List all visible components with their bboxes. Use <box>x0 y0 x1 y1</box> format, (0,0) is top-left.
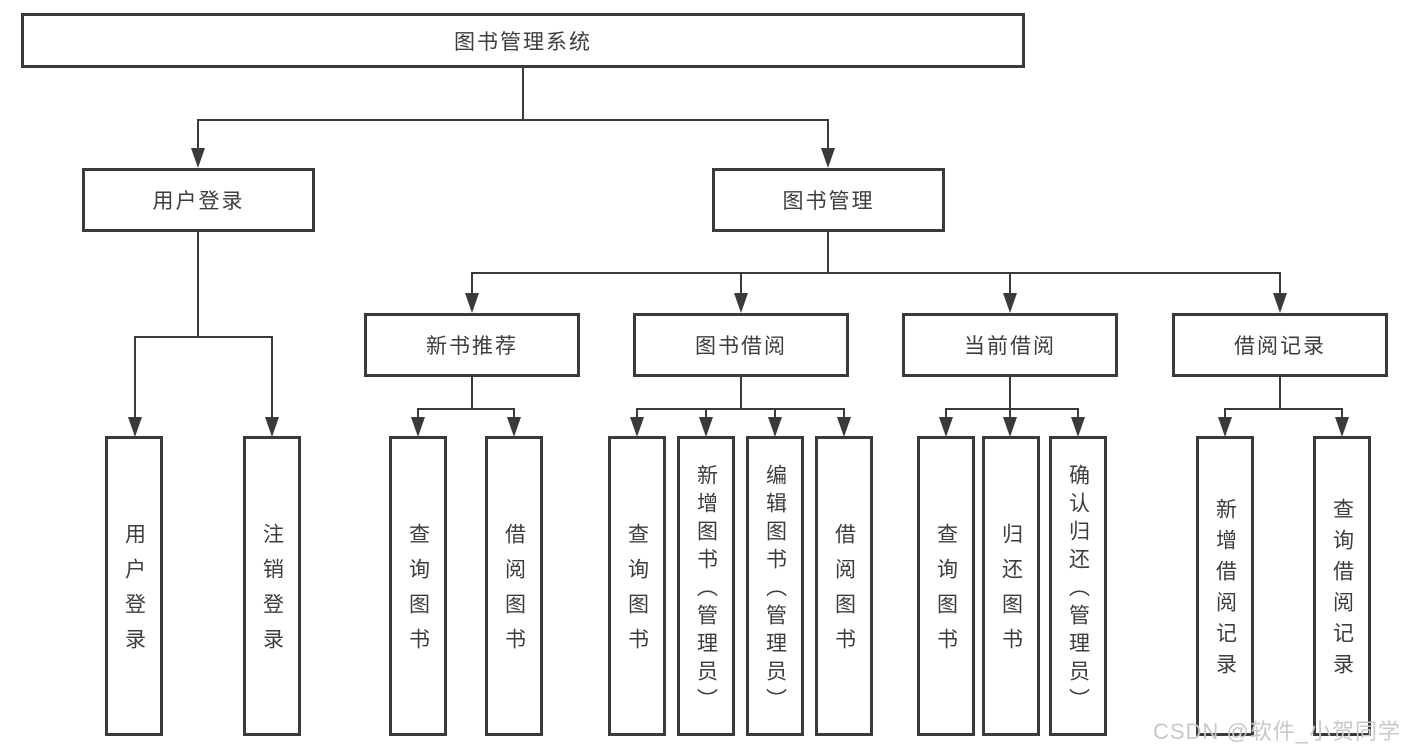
connector-line <box>197 121 199 151</box>
arrowhead-down-icon <box>734 293 748 313</box>
connector-line <box>197 119 829 121</box>
connector-line <box>1224 408 1343 410</box>
arrowhead-down-icon <box>1003 293 1017 313</box>
leaf-confirm-return-label: 确认归还（管理员） <box>1066 463 1090 716</box>
leaf-edit-book-label: 编辑图书（管理员） <box>763 463 787 716</box>
leaf-add-record-label: 新增借阅记录 <box>1213 498 1237 684</box>
connector-line <box>945 410 947 420</box>
leaf-edit-book: 编辑图书（管理员） <box>746 436 804 736</box>
connector-line <box>1009 377 1011 410</box>
leaf-add-book: 新增图书（管理员） <box>677 436 735 736</box>
connector-line <box>1077 410 1079 420</box>
leaf-add-book-label: 新增图书（管理员） <box>694 463 718 716</box>
node-current-borrow-label: 当前借阅 <box>964 335 1056 358</box>
node-root: 图书管理系统 <box>21 13 1025 68</box>
arrowhead-down-icon <box>1218 417 1232 437</box>
leaf-query-book-2: 查询图书 <box>608 436 666 736</box>
connector-line <box>636 410 638 420</box>
connector-line <box>636 408 845 410</box>
node-book-borrow: 图书借阅 <box>633 313 849 377</box>
connector-line <box>1009 410 1011 420</box>
leaf-return-book-label: 归还图书 <box>999 523 1023 663</box>
leaf-query-book-1: 查询图书 <box>389 436 447 736</box>
connector-line <box>945 408 1079 410</box>
arrowhead-down-icon <box>1335 417 1349 437</box>
connector-line <box>417 408 515 410</box>
node-book-management-label: 图书管理 <box>782 190 875 213</box>
connector-line <box>740 377 742 410</box>
node-root-label: 图书管理系统 <box>454 30 592 54</box>
connector-line <box>1341 410 1343 420</box>
connector-line <box>271 338 273 419</box>
connector-line <box>705 410 707 420</box>
connector-line <box>1224 410 1226 420</box>
leaf-logout: 注销登录 <box>243 436 301 736</box>
node-borrow-record-label: 借阅记录 <box>1234 335 1326 358</box>
connector-line <box>1279 274 1281 294</box>
connector-line <box>417 410 419 420</box>
connector-line <box>513 410 515 420</box>
connector-line <box>471 274 473 294</box>
arrowhead-down-icon <box>507 417 521 437</box>
arrowhead-down-icon <box>699 417 713 437</box>
csdn-watermark: CSDN @软件_小贺同学 <box>1152 719 1401 744</box>
connector-line <box>827 232 829 274</box>
leaf-logout-label: 注销登录 <box>260 523 284 663</box>
leaf-borrow-book-1: 借阅图书 <box>485 436 543 736</box>
node-new-book-recommend: 新书推荐 <box>364 313 580 377</box>
node-book-management: 图书管理 <box>712 168 945 232</box>
arrowhead-down-icon <box>837 417 851 437</box>
leaf-query-record: 查询借阅记录 <box>1313 436 1371 736</box>
connector-line <box>471 377 473 410</box>
connector-line <box>134 336 273 338</box>
connector-line <box>197 232 199 338</box>
leaf-query-book-3-label: 查询图书 <box>934 523 958 663</box>
node-current-borrow: 当前借阅 <box>902 313 1118 377</box>
arrowhead-down-icon <box>630 417 644 437</box>
connector-line <box>827 121 829 151</box>
connector-line <box>740 274 742 294</box>
connector-line <box>134 338 136 419</box>
node-user-login-label: 用户登录 <box>152 190 245 213</box>
arrowhead-down-icon <box>1273 293 1287 313</box>
leaf-add-record: 新增借阅记录 <box>1196 436 1254 736</box>
leaf-query-record-label: 查询借阅记录 <box>1330 498 1354 684</box>
node-new-book-recommend-label: 新书推荐 <box>426 335 518 358</box>
leaf-query-book-1-label: 查询图书 <box>406 523 430 663</box>
arrowhead-down-icon <box>128 417 142 437</box>
leaf-borrow-book-2-label: 借阅图书 <box>832 523 856 663</box>
node-user-login: 用户登录 <box>82 168 315 232</box>
arrowhead-down-icon <box>191 148 205 168</box>
connector-line <box>522 68 524 120</box>
leaf-confirm-return: 确认归还（管理员） <box>1049 436 1107 736</box>
arrowhead-down-icon <box>465 293 479 313</box>
connector-line <box>1279 377 1281 410</box>
leaf-borrow-book-2: 借阅图书 <box>815 436 873 736</box>
leaf-query-book-3: 查询图书 <box>917 436 975 736</box>
connector-line <box>1009 274 1011 294</box>
connector-line <box>774 410 776 420</box>
leaf-return-book: 归还图书 <box>982 436 1040 736</box>
node-book-borrow-label: 图书借阅 <box>695 335 787 358</box>
connector-line <box>843 410 845 420</box>
arrowhead-down-icon <box>1003 417 1017 437</box>
connector-line <box>471 272 1281 274</box>
arrowhead-down-icon <box>768 417 782 437</box>
leaf-query-book-2-label: 查询图书 <box>625 523 649 663</box>
leaf-user-login: 用户登录 <box>105 436 163 736</box>
arrowhead-down-icon <box>1071 417 1085 437</box>
node-borrow-record: 借阅记录 <box>1172 313 1388 377</box>
arrowhead-down-icon <box>411 417 425 437</box>
arrowhead-down-icon <box>939 417 953 437</box>
arrowhead-down-icon <box>265 417 279 437</box>
arrowhead-down-icon <box>821 148 835 168</box>
leaf-borrow-book-1-label: 借阅图书 <box>502 523 526 663</box>
leaf-user-login-label: 用户登录 <box>122 523 146 663</box>
